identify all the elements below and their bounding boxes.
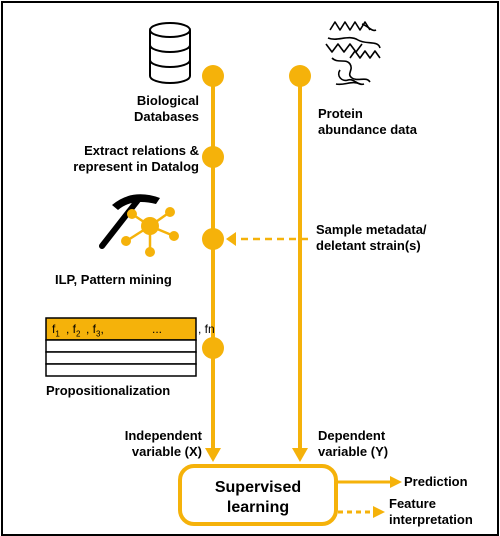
left-pipeline-arrowhead bbox=[205, 448, 221, 462]
label-dependent-variable: Dependent variable (Y) bbox=[318, 428, 388, 460]
feature-ellipsis: ... bbox=[152, 322, 163, 336]
sample-metadata-arrowhead bbox=[226, 232, 236, 246]
node-biological-databases bbox=[202, 65, 224, 87]
feature-table-icon bbox=[45, 317, 197, 377]
protein-structure-icon bbox=[325, 21, 381, 86]
supervised-learning-box bbox=[178, 464, 338, 526]
label-independent-variable-line2: variable (X) bbox=[131, 444, 202, 459]
database-icon bbox=[149, 22, 191, 84]
label-ilp-pattern-mining: ILP, Pattern mining bbox=[55, 272, 172, 287]
label-propositionalization: Propositionalization bbox=[46, 383, 171, 398]
supervised-learning-line1: Supervised bbox=[214, 479, 302, 496]
label-protein-abundance-line1: Protein bbox=[318, 106, 363, 121]
feature-f3: , f3, bbox=[86, 322, 104, 339]
supervised-learning-label: Supervised learning bbox=[180, 478, 336, 518]
node-extract-relations bbox=[202, 146, 224, 168]
label-dependent-variable-line2: variable (Y) bbox=[318, 444, 389, 459]
prediction-arrowhead bbox=[390, 476, 402, 488]
label-feature-interpretation-line2: interpretation bbox=[389, 512, 473, 527]
node-ilp-pattern-mining bbox=[202, 228, 224, 250]
label-dependent-variable-line1: Dependent bbox=[318, 428, 386, 443]
label-feature-interpretation: Feature interpretation bbox=[389, 496, 473, 528]
label-sample-metadata-line2: deletant strain(s) bbox=[316, 238, 421, 253]
label-sample-metadata-line1: Sample metadata/ bbox=[316, 222, 427, 237]
feature-table-header: f1 , f2 , f3, ... , fn bbox=[46, 318, 215, 340]
label-feature-interpretation-line1: Feature bbox=[389, 496, 436, 511]
right-pipeline-arrowhead bbox=[292, 448, 308, 462]
label-extract-relations-line1: Extract relations & bbox=[84, 143, 199, 158]
label-biological-databases-line1: Biological bbox=[136, 93, 199, 108]
feature-fn: , fn bbox=[198, 322, 215, 336]
label-independent-variable-line1: Independent bbox=[124, 428, 202, 443]
label-biological-databases-line2: Databases bbox=[133, 109, 199, 124]
pickaxe-icon bbox=[99, 194, 160, 249]
node-propositionalization bbox=[202, 337, 224, 359]
feature-f2: , f2 bbox=[66, 322, 81, 339]
label-biological-databases: Biological Databases bbox=[134, 93, 199, 125]
supervised-learning-line2: learning bbox=[226, 499, 290, 516]
feature-interpretation-arrowhead bbox=[373, 506, 385, 518]
label-protein-abundance-line2: abundance data bbox=[318, 122, 417, 137]
label-extract-relations-line2: represent in Datalog bbox=[73, 159, 199, 174]
node-protein-abundance bbox=[289, 65, 311, 87]
label-sample-metadata: Sample metadata/ deletant strain(s) bbox=[316, 222, 427, 254]
label-protein-abundance: Protein abundance data bbox=[318, 106, 417, 138]
label-independent-variable: Independent variable (X) bbox=[125, 428, 202, 460]
network-graph-icon bbox=[121, 207, 179, 257]
label-extract-relations: Extract relations & represent in Datalog bbox=[73, 143, 199, 175]
label-prediction: Prediction bbox=[404, 474, 468, 489]
feature-f1: f1 bbox=[52, 322, 60, 339]
